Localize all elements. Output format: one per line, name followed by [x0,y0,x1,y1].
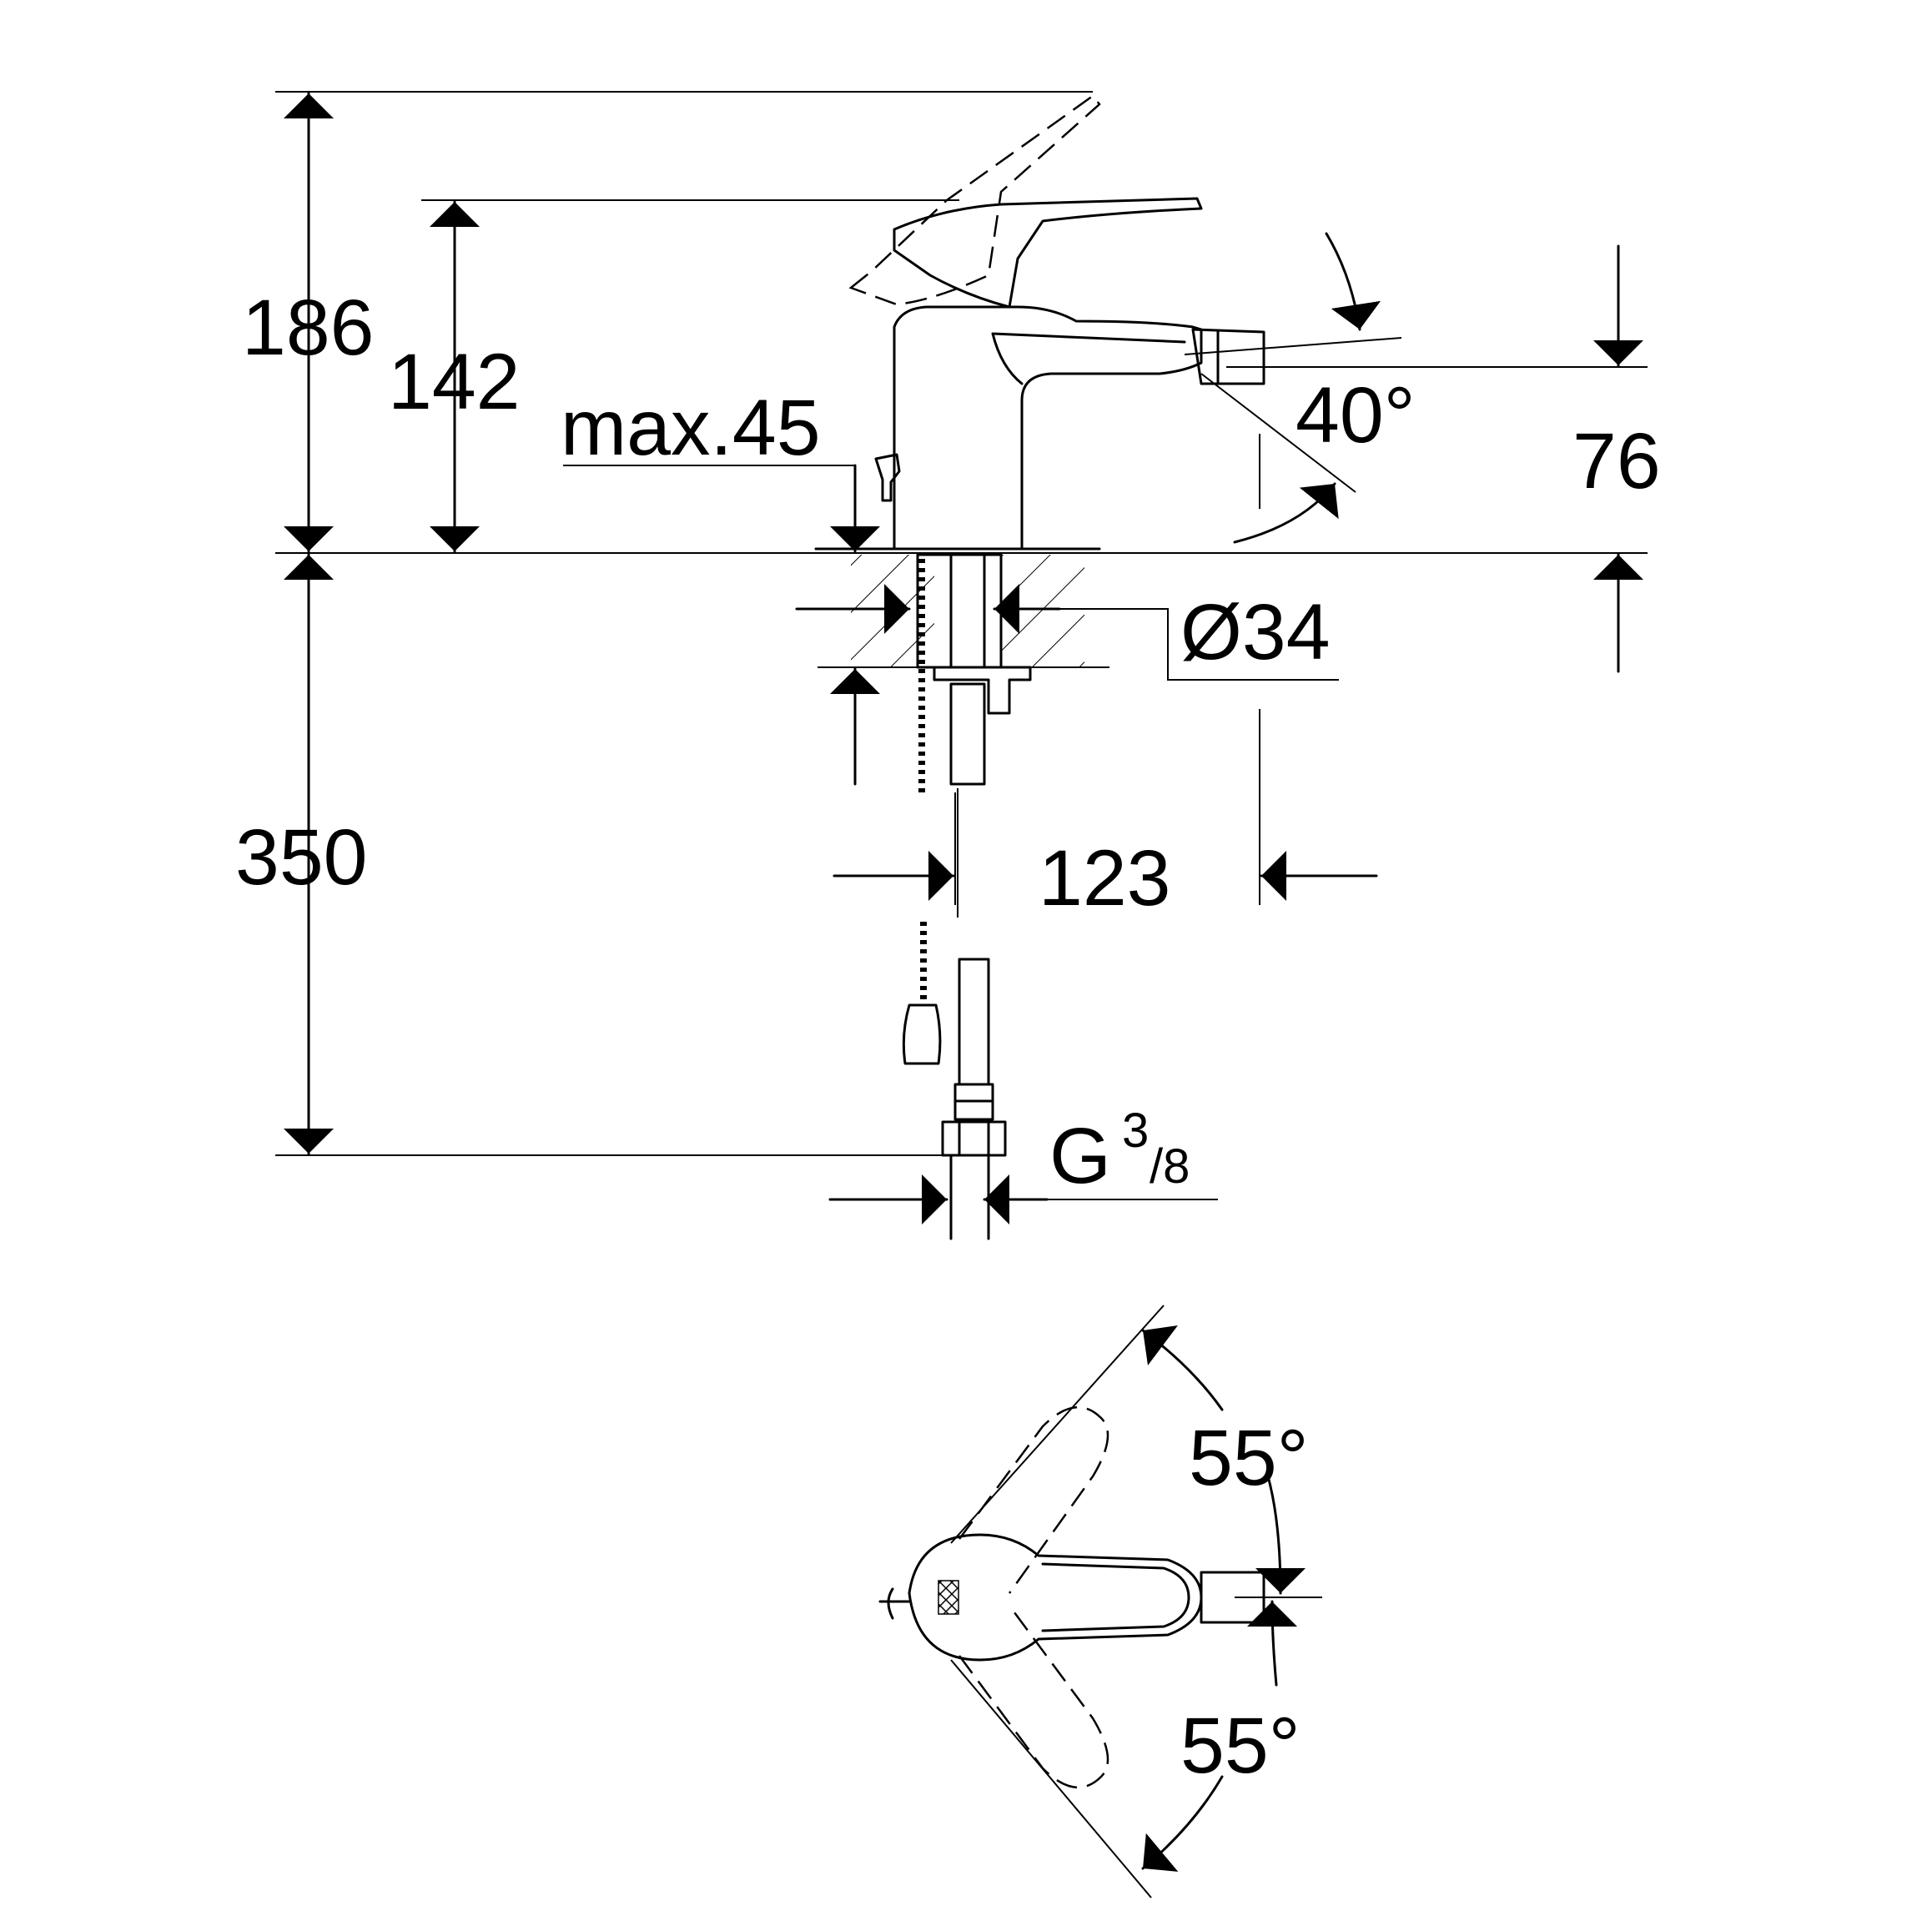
thread-label-denominator: /8 [1150,1139,1190,1194]
rotation-label-down: 55° [1180,1702,1301,1790]
rotation-label-up: 55° [1189,1414,1309,1502]
lever-rotated-down-outline [958,1605,1109,1789]
angle-label-40: 40° [1296,371,1416,460]
brand-logo [938,1580,959,1615]
dimension-label-186: 186 [242,284,375,372]
thread-label-main: G [1049,1112,1111,1200]
thread-label: G [1049,1112,1111,1200]
rotation-arc-down-inner [1247,1600,1298,1687]
deck-hatch-right [1001,555,1084,667]
lever-raised-outline [848,94,1101,306]
spout-nozzle [1191,328,1265,385]
dimension-label-diameter: Ø34 [1180,588,1331,676]
angle-reference-line-40-lower [1200,373,1356,493]
dimension-label-max45: max.45 [561,384,821,472]
popup-weight [902,1003,942,1065]
dimension-label-76: 76 [1572,417,1661,505]
faucet-body [893,305,1203,551]
angle-arc-40-upper [1325,232,1381,331]
dimension-label-350: 350 [235,813,368,902]
spout-nozzle-top [1200,1571,1265,1624]
dimension-label-123: 123 [1039,834,1171,923]
flexible-hose [949,682,986,786]
deck-section [851,553,1084,669]
lever-rotated-up-outline [958,1406,1109,1594]
spout-inner-contour [991,332,1186,385]
mounting-rod [949,553,986,669]
mounting-nut [933,666,1032,715]
dimension-label-142: 142 [388,338,521,426]
rotation-arc-up-outer [1141,1325,1224,1411]
faucet-body-top [908,1533,1203,1662]
connection-nut [941,1120,1007,1157]
angle-reference-line-40-upper [1184,337,1402,355]
popup-knob [874,453,901,502]
lever-handle [893,197,1203,309]
deck-hatch-left [851,555,934,667]
top-view: 55° 55° [878,1305,1322,1898]
diameter-leader [1059,608,1339,681]
lever-top-inner [1041,1562,1190,1632]
hose-lower [958,958,990,1086]
rotation-arc-up-inner [1255,1475,1306,1595]
popup-knob-top [878,1587,911,1620]
rotation-line-down [950,1659,1152,1898]
side-view: 186 142 max.45 350 76 40° Ø34 123 [235,91,1661,1240]
rotation-arc-down-outer [1141,1775,1224,1872]
angle-arc-40-lower [1233,482,1339,544]
thread-label-numerator: 3 [1122,1104,1149,1158]
